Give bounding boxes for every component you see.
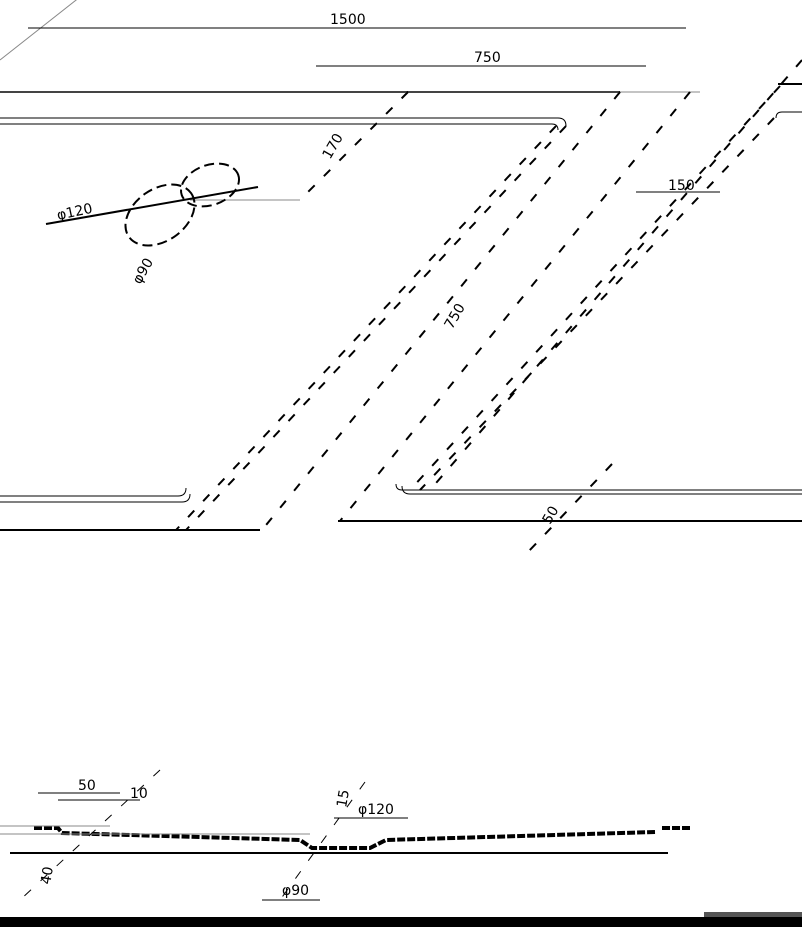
section-view: 50 10 40 15 φ120 φ90 bbox=[0, 769, 690, 901]
dim-750-top: 750 bbox=[474, 50, 501, 66]
inner-edge-top-2 bbox=[0, 123, 559, 131]
inner-edge-bottom-2 bbox=[0, 493, 191, 503]
bottom-border bbox=[0, 917, 802, 927]
dim-50: 50 bbox=[540, 504, 563, 527]
dim-section-40: 40 bbox=[38, 865, 57, 885]
partial-view-edge bbox=[704, 912, 802, 918]
dim-section-15: 15 bbox=[334, 788, 353, 808]
dim-750-width: 750 bbox=[442, 301, 469, 332]
drain-symbol bbox=[45, 162, 259, 247]
dim-1500: 1500 bbox=[330, 12, 366, 28]
dim-section-50: 50 bbox=[78, 778, 96, 794]
tray-section bbox=[34, 826, 656, 850]
inner-edge-bottom bbox=[0, 487, 187, 497]
inner-edge-right-top bbox=[775, 111, 802, 119]
inner-edge-top bbox=[0, 117, 567, 127]
dim-section-10: 10 bbox=[130, 786, 148, 802]
dim-section-phi90: φ90 bbox=[282, 883, 309, 899]
dim-phi120: φ120 bbox=[56, 201, 95, 224]
inner-edge-right bbox=[401, 485, 802, 495]
dim-150: 150 bbox=[668, 178, 695, 194]
dim-phi90: φ90 bbox=[130, 256, 157, 287]
dim-section-phi120: φ120 bbox=[358, 802, 394, 818]
inner-edge-right-2 bbox=[395, 483, 802, 491]
plan-view: 1500 750 170 φ120 φ90 150 750 50 bbox=[0, 0, 802, 553]
